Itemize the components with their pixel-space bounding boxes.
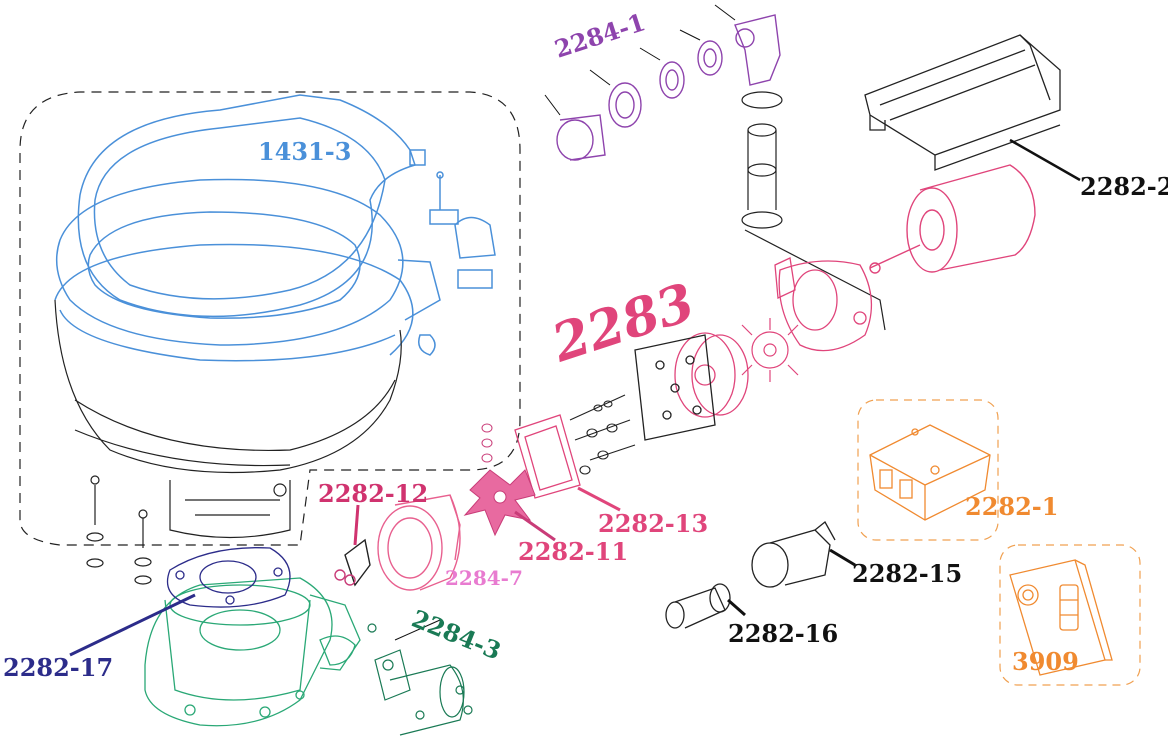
label-outlet-flange: 2284-3 [408, 604, 506, 666]
hose-adapters [665, 521, 856, 629]
label-switch-box: 2282-1 [965, 492, 1058, 521]
label-hose-adapter-b: 2282-16 [728, 619, 838, 648]
seat-assembly [19, 91, 521, 585]
label-motor-cover: 2282-2 [1080, 172, 1168, 201]
hose-and-clamps [741, 91, 886, 331]
label-macerator: 2282-11 [518, 537, 628, 566]
label-clip: 2282-12 [318, 479, 428, 508]
label-gasket-plate: 2282-13 [598, 509, 708, 538]
control-panel [999, 544, 1141, 686]
label-seat: 1431-3 [258, 137, 351, 166]
inlet-fittings [544, 4, 781, 161]
discharge-elbow [334, 494, 461, 591]
label-pump-assembly: 2283 [544, 272, 701, 375]
gasket-plate [514, 414, 621, 512]
macerator-blade [463, 423, 556, 542]
part-labels: 1431-3 2284-1 2282-2 2283 2282-1 3909 22… [3, 7, 1168, 682]
motor [869, 164, 1036, 274]
motor-cover [864, 34, 1081, 182]
label-hose-adapter-a: 2282-15 [852, 559, 962, 588]
label-control-panel: 3909 [1012, 647, 1079, 676]
label-discharge-elbow: 2284-7 [445, 566, 523, 590]
outlet-flange [367, 619, 473, 736]
base-gasket [69, 547, 291, 657]
base-housing [144, 577, 361, 727]
label-base-gasket: 2282-17 [3, 653, 113, 682]
label-inlet-fittings: 2284-1 [551, 7, 649, 63]
switch-box [857, 399, 999, 541]
pump-hardware [569, 394, 636, 475]
pump-housing [634, 257, 873, 441]
